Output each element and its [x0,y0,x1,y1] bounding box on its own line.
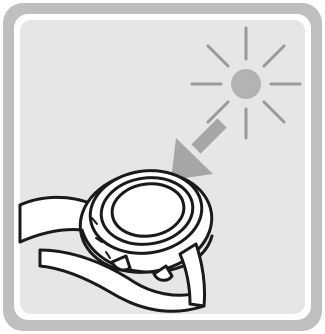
watch-button [152,264,174,282]
watch-face [110,182,186,238]
watch-case-side [80,228,214,274]
watch-case-ticks [91,217,111,259]
sun-icon [190,26,302,140]
arrow-down-left-icon [171,118,227,180]
watch-strap-right [178,242,206,308]
watch-button [110,254,132,272]
wristwatch-icon [18,169,214,313]
